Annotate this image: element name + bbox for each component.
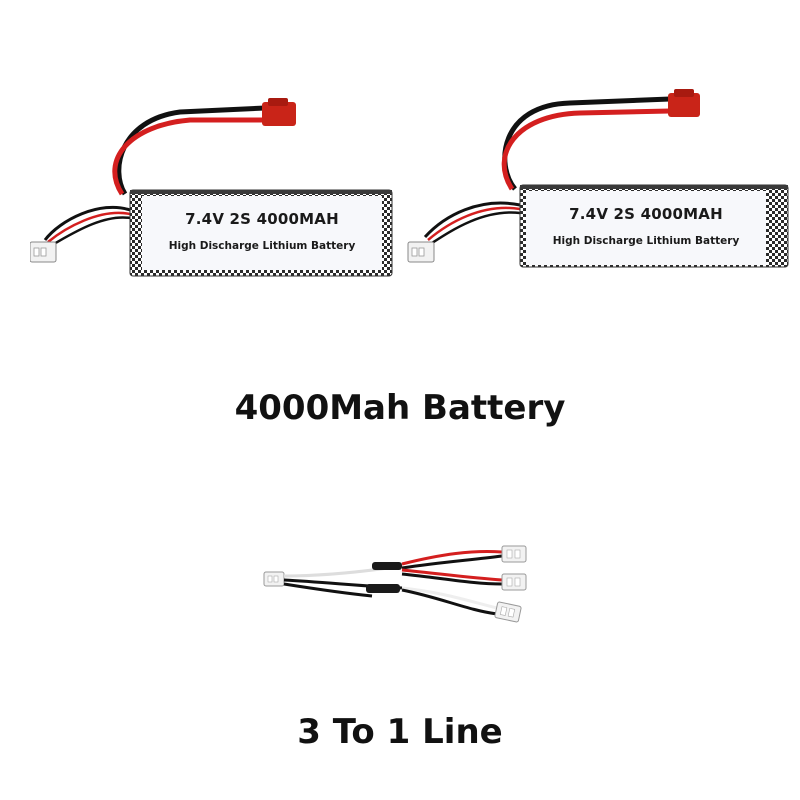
battery-pack-2: 7.4V 2S 4000MAH High Discharge Lithium B…	[400, 85, 795, 285]
battery-label-1: 7.4V 2S 4000MAH High Discharge Lithium B…	[142, 196, 382, 270]
t-plug-connector	[262, 102, 296, 126]
battery-label-subtitle: High Discharge Lithium Battery	[552, 235, 740, 247]
splitter-cable-graphic	[263, 545, 527, 623]
splitter-cable	[262, 540, 542, 640]
battery-label-2: 7.4V 2S 4000MAH High Discharge Lithium B…	[526, 191, 766, 265]
cable-caption: 3 To 1 Line	[297, 712, 503, 752]
battery-label-title: 7.4V 2S 4000MAH	[185, 210, 339, 228]
t-plug-connector	[668, 93, 700, 117]
battery-caption: 4000Mah Battery	[234, 388, 566, 428]
output-connector-2	[501, 573, 527, 591]
battery-label-subtitle: High Discharge Lithium Battery	[168, 240, 356, 252]
output-connector-3	[494, 601, 522, 623]
battery-pack-1: 7.4V 2S 4000MAH High Discharge Lithium B…	[30, 90, 400, 290]
battery-label-title: 7.4V 2S 4000MAH	[569, 205, 723, 223]
output-connector-1	[501, 545, 527, 563]
